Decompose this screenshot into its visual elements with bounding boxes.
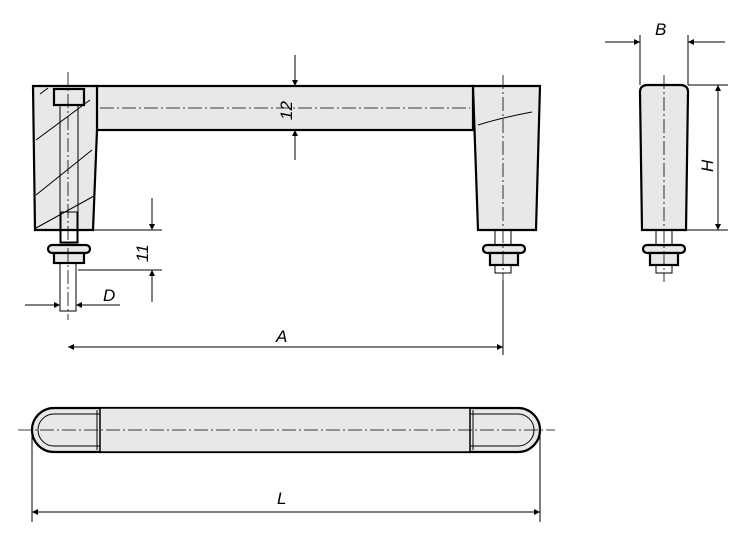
dim-d: D (25, 286, 120, 308)
dim-a: A (68, 280, 504, 355)
left-nut (52, 251, 86, 265)
front-view (31, 72, 542, 320)
right-nut (488, 251, 520, 267)
section-hatching (35, 87, 95, 229)
screw-head (52, 87, 86, 107)
right-leg (471, 84, 542, 232)
left-washer (46, 243, 92, 255)
label-a: A (275, 327, 287, 346)
screw-thread (60, 211, 78, 243)
label-d: D (103, 286, 115, 305)
screw-shaft (59, 104, 79, 244)
side-leg (638, 83, 690, 232)
label-h: H (698, 159, 717, 172)
label-12: 12 (277, 101, 296, 120)
dim-12: 12 (277, 55, 298, 160)
left-leg-section (31, 84, 99, 232)
leg-contour (477, 111, 533, 126)
dim-11: 11 (78, 198, 162, 302)
right-washer (481, 243, 527, 255)
top-view: L (18, 406, 555, 522)
label-b: B (655, 20, 666, 39)
label-11: 11 (133, 244, 152, 262)
label-l: L (277, 489, 286, 508)
side-view: B H (605, 20, 728, 282)
